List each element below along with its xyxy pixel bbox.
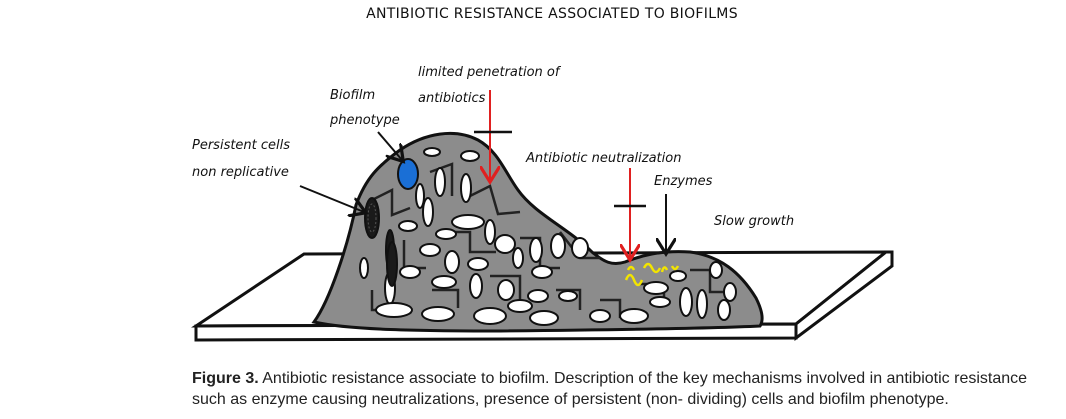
- label-persistent-2: non replicative: [192, 165, 289, 180]
- label-neutralization: Antibiotic neutralization: [525, 151, 681, 166]
- caption-lead: Figure 3.: [192, 370, 259, 387]
- label-slow-growth: Slow growth: [714, 214, 794, 229]
- arrow-phenotype: [377, 131, 402, 160]
- label-limited-1: limited penetration of: [418, 65, 562, 80]
- figure-caption: Figure 3. Antibiotic resistance associat…: [192, 368, 1062, 410]
- phenotype-cell: [397, 158, 419, 190]
- biofilm-diagram: ANTIBIOTIC RESISTANCE ASSOCIATED TO BIOF…: [191, 6, 894, 342]
- label-limited-2: antibiotics: [418, 91, 486, 106]
- diagram-title: ANTIBIOTIC RESISTANCE ASSOCIATED TO BIOF…: [366, 6, 738, 22]
- persistent-cells: [364, 197, 398, 287]
- arrow-neutralization: [614, 168, 646, 258]
- label-enzymes: Enzymes: [654, 174, 713, 189]
- label-biofilm-1: Biofilm: [330, 88, 375, 103]
- label-persistent-1: Persistent cells: [192, 138, 290, 153]
- enzyme-marks: [624, 262, 680, 287]
- biofilm-mass: [311, 131, 764, 333]
- caption-text: Antibiotic resistance associate to biofi…: [192, 370, 1028, 408]
- arrow-limited-penetration: [474, 90, 512, 180]
- arrow-persistent: [299, 185, 364, 212]
- label-biofilm-2: phenotype: [329, 113, 400, 128]
